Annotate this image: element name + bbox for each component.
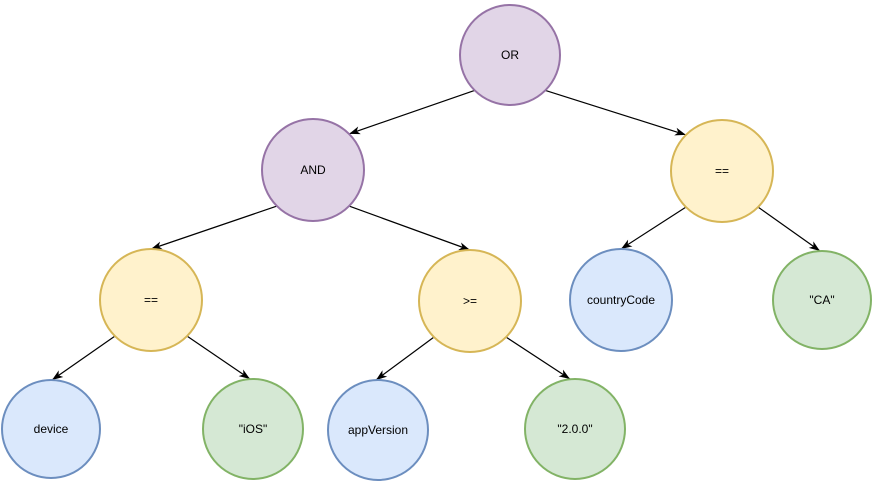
node-circle-ca <box>772 250 872 350</box>
node-circle-eq-left <box>99 248 203 352</box>
edge-eq-right-country-code <box>620 206 687 250</box>
tree-node-ca[interactable]: "CA" <box>772 250 872 350</box>
edge-and-gte <box>348 205 471 251</box>
node-label-gte: >= <box>463 294 477 308</box>
edge-or-eq-right <box>545 89 687 136</box>
tree-node-app-version[interactable]: appVersion <box>327 379 429 481</box>
edge-eq-left-ios <box>186 335 251 380</box>
tree-node-v2-0-0[interactable]: "2.0.0" <box>524 378 626 480</box>
edge-eq-right-ca <box>757 206 821 252</box>
edge-layer <box>51 89 821 381</box>
node-circle-app-version <box>327 379 429 481</box>
node-circle-or <box>459 4 561 106</box>
node-circle-eq-right <box>670 119 774 223</box>
edge-and-eq-left <box>150 205 278 250</box>
tree-node-country-code[interactable]: countryCode <box>569 248 673 352</box>
node-label-device: device <box>34 422 69 436</box>
node-label-app-version: appVersion <box>348 423 408 437</box>
node-circle-and <box>261 118 365 222</box>
tree-node-device[interactable]: device <box>1 379 101 479</box>
node-label-or: OR <box>501 48 519 62</box>
edge-or-and <box>348 89 475 135</box>
node-label-eq-left: == <box>144 293 158 307</box>
node-circle-v2-0-0 <box>524 378 626 480</box>
node-label-country-code: countryCode <box>587 293 655 307</box>
edge-gte-v2-0-0 <box>505 336 571 380</box>
tree-node-ios[interactable]: "iOS" <box>202 378 304 480</box>
node-label-ca: "CA" <box>809 293 834 307</box>
node-layer: OR AND == == >= countryCode "CA" <box>1 4 872 481</box>
node-label-v2-0-0: "2.0.0" <box>557 422 592 436</box>
edge-eq-left-device <box>51 335 116 381</box>
node-circle-ios <box>202 378 304 480</box>
tree-node-gte[interactable]: >= <box>418 249 522 353</box>
node-circle-device <box>1 379 101 479</box>
edge-gte-app-version <box>375 336 435 381</box>
node-label-and: AND <box>300 163 326 177</box>
node-circle-country-code <box>569 248 673 352</box>
node-label-ios: "iOS" <box>239 422 268 436</box>
tree-node-eq-right[interactable]: == <box>670 119 774 223</box>
node-circle-gte <box>418 249 522 353</box>
tree-node-eq-left[interactable]: == <box>99 248 203 352</box>
tree-node-or[interactable]: OR <box>459 4 561 106</box>
node-label-eq-right: == <box>715 164 729 178</box>
tree-node-and[interactable]: AND <box>261 118 365 222</box>
